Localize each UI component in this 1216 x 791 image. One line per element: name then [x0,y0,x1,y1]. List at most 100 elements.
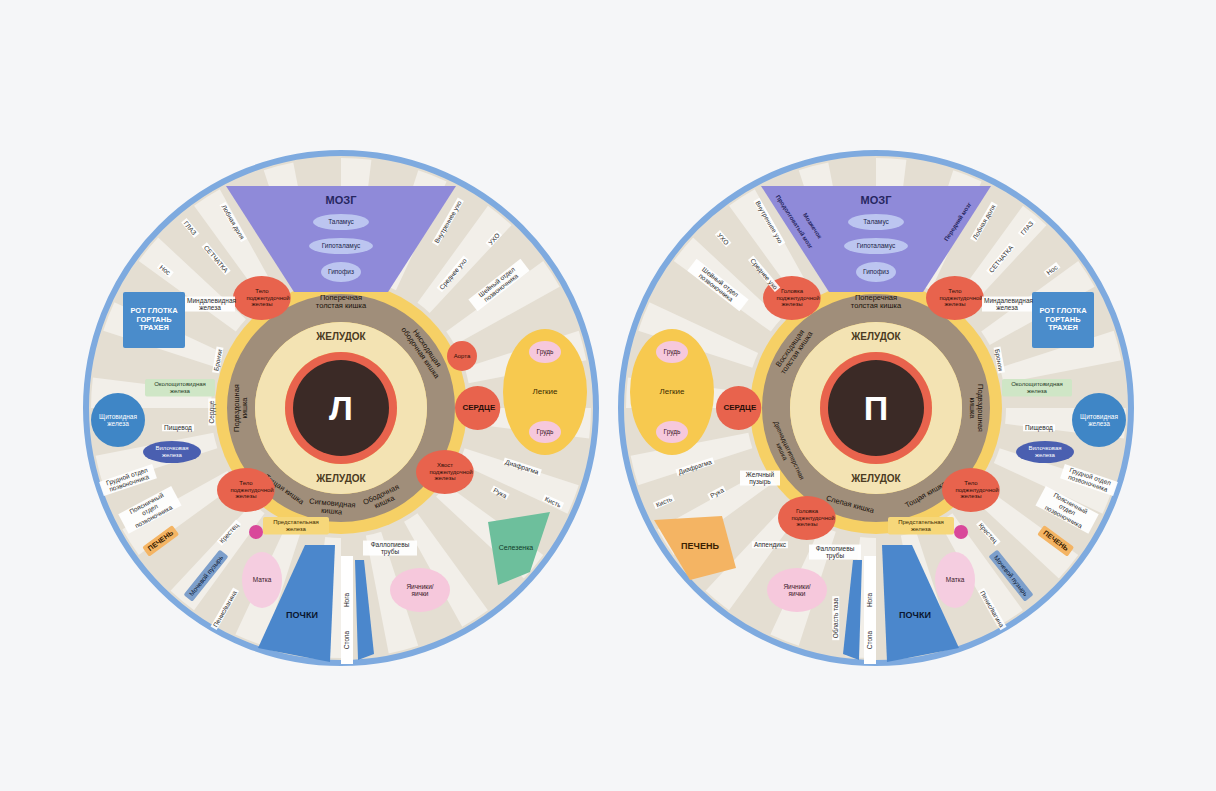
zone-label: Таламус [863,218,889,225]
chart-label: Крестец [217,520,242,546]
zone-ellipse [1016,441,1074,463]
zone-ellipse [529,341,561,363]
zone-label: Матка [946,576,965,583]
organ-zone: Щитовидная железа [1072,393,1126,447]
chart-label: Шейный отдел позвоночника [468,259,529,311]
organ-zone: Мочевой пузырь [183,550,228,602]
zone-rect [142,525,179,557]
zone-ellipse [309,238,373,254]
organ-zone: Предстательная железа [263,517,329,534]
chart-label: ГЛАЗ [1018,218,1036,238]
organ-zone: СЕРДЦЕ [455,386,500,430]
zone-ellipse [313,214,369,230]
organ-zone: Предстательная железа [888,517,954,534]
zone-ellipse [416,450,474,494]
organ-zone: ПЕЧЕНЬ [1037,525,1074,557]
zone-label: Вилочковая железа [151,445,193,458]
organ-zone: Тело поджелудочной железы [233,276,291,320]
zone-label: Предстательная железа [892,519,950,532]
chart-label: Бронхи [212,347,224,374]
zone-ellipse [1072,393,1126,447]
leg-strip [341,556,353,664]
organ-zone: Яичники/яички [767,568,827,612]
zone-label: Грудь [664,428,681,435]
chart-label: Грудной отдел позвоночника [1060,464,1118,496]
zone-label: Вилочковая железа [1024,445,1066,458]
chart-label: Желчный пузырь [740,471,780,486]
zone-ellipse [242,552,282,608]
chart-label: Миндалевидная железа [982,297,1032,312]
chart-label: Нога [343,591,350,609]
zone-label: Легкие [659,388,684,397]
organ-zone: ЖЕЛУДОКЖЕЛУДОКЛ [255,322,427,494]
zone-ring [790,322,962,494]
zone-ellipse [848,214,904,230]
organ-zone: Грудь [529,341,561,363]
zone-label: Предстательная железа [267,519,325,532]
zone-ellipse [91,393,145,447]
zone-rect [1002,379,1072,396]
organ-zone: Вилочковая железа [1016,441,1074,463]
zone-label: РОТ ГЛОТКА ГОРТАНЬ ТРАХЕЯ [1036,307,1090,332]
organ-zone: Яичники/яички [390,568,450,612]
organ-zone: ПЕЧЕНЬ [142,525,179,557]
pupil [293,360,389,456]
zone-polygon [654,516,736,580]
zone-ellipse [856,262,896,282]
zone-ellipse [942,468,1000,512]
zone-label: Околощитовидная железа [149,381,211,394]
zone-label: Тело поджелудочной железы [939,288,970,308]
chart-label: СЕТЧАТКА [986,242,1016,275]
organ-zone: Таламус [848,214,904,230]
zone-ellipse [390,568,450,612]
organ-zone: Гипоталамус [844,238,908,254]
zone-rect [145,379,215,396]
zone-rect [183,550,228,602]
organ-zone: Вилочковая железа [143,441,201,463]
organ-zone: ЛегкиеГрудьГрудь [503,329,587,455]
zone-label: Щитовидная железа [1079,413,1118,428]
zone-ellipse [233,276,291,320]
zone-ellipse [217,468,275,512]
zone-label: Подвздошная кишка [968,373,985,443]
iris-sectors [91,158,1126,658]
chart-label: Пищевод [1023,424,1055,431]
zone-ellipse [935,552,975,608]
chart-label: Стопа [343,629,350,651]
organ-zone: Гипоталамус [309,238,373,254]
zone-ellipse [767,568,827,612]
zone-label: П [864,389,888,427]
zone-ellipse [630,329,714,455]
zone-ellipse [321,262,361,282]
chart-label: Пенис/вагина [211,588,240,631]
zone-label: МОЗГ [861,194,892,206]
zone-label: Аорта [454,353,471,360]
zone-ellipse [844,238,908,254]
chart-label: Миндалевидная железа [185,297,235,312]
chart-label: Фаллопиевы трубы [363,541,417,556]
zone-label: Тело поджелудочной железы [246,288,277,308]
iris-sector [459,448,579,513]
zone-label: ЖЕЛУДОК [316,473,365,484]
chart-label: Нос [157,262,174,277]
organ-zone: Гипофиз [856,262,896,282]
zone-label: ПОЧКИ [899,610,931,620]
zone-label: Легкие [532,388,557,397]
chart-label: Фаллопиевы трубы [809,545,861,560]
zone-label: Головка поджелудочной железы [776,288,807,308]
zone-label: Головка поджелудочной железы [791,508,822,528]
zone-ellipse [447,341,477,371]
zone-label: Мочевой пузырь [993,554,1030,597]
organ-zone: Грудь [656,421,688,443]
organ-zone: Селезенка [488,512,550,585]
organ-zone: Тело поджелудочной железы [217,468,275,512]
zone-label: Тело поджелудочной железы [230,480,261,500]
right-halo [750,282,1002,534]
zone-label: МОЗГ [326,194,357,206]
chart-label: Кисть [542,494,564,509]
chart-label: Бронхи [993,347,1005,374]
chart-label: Крестец [976,520,1001,546]
chart-label: Грудной отдел позвоночника [99,464,157,496]
organ-zone: ЖЕЛУДОКЖЕЛУДОКП [790,322,962,494]
zone-label: Яичники/яички [775,583,819,598]
